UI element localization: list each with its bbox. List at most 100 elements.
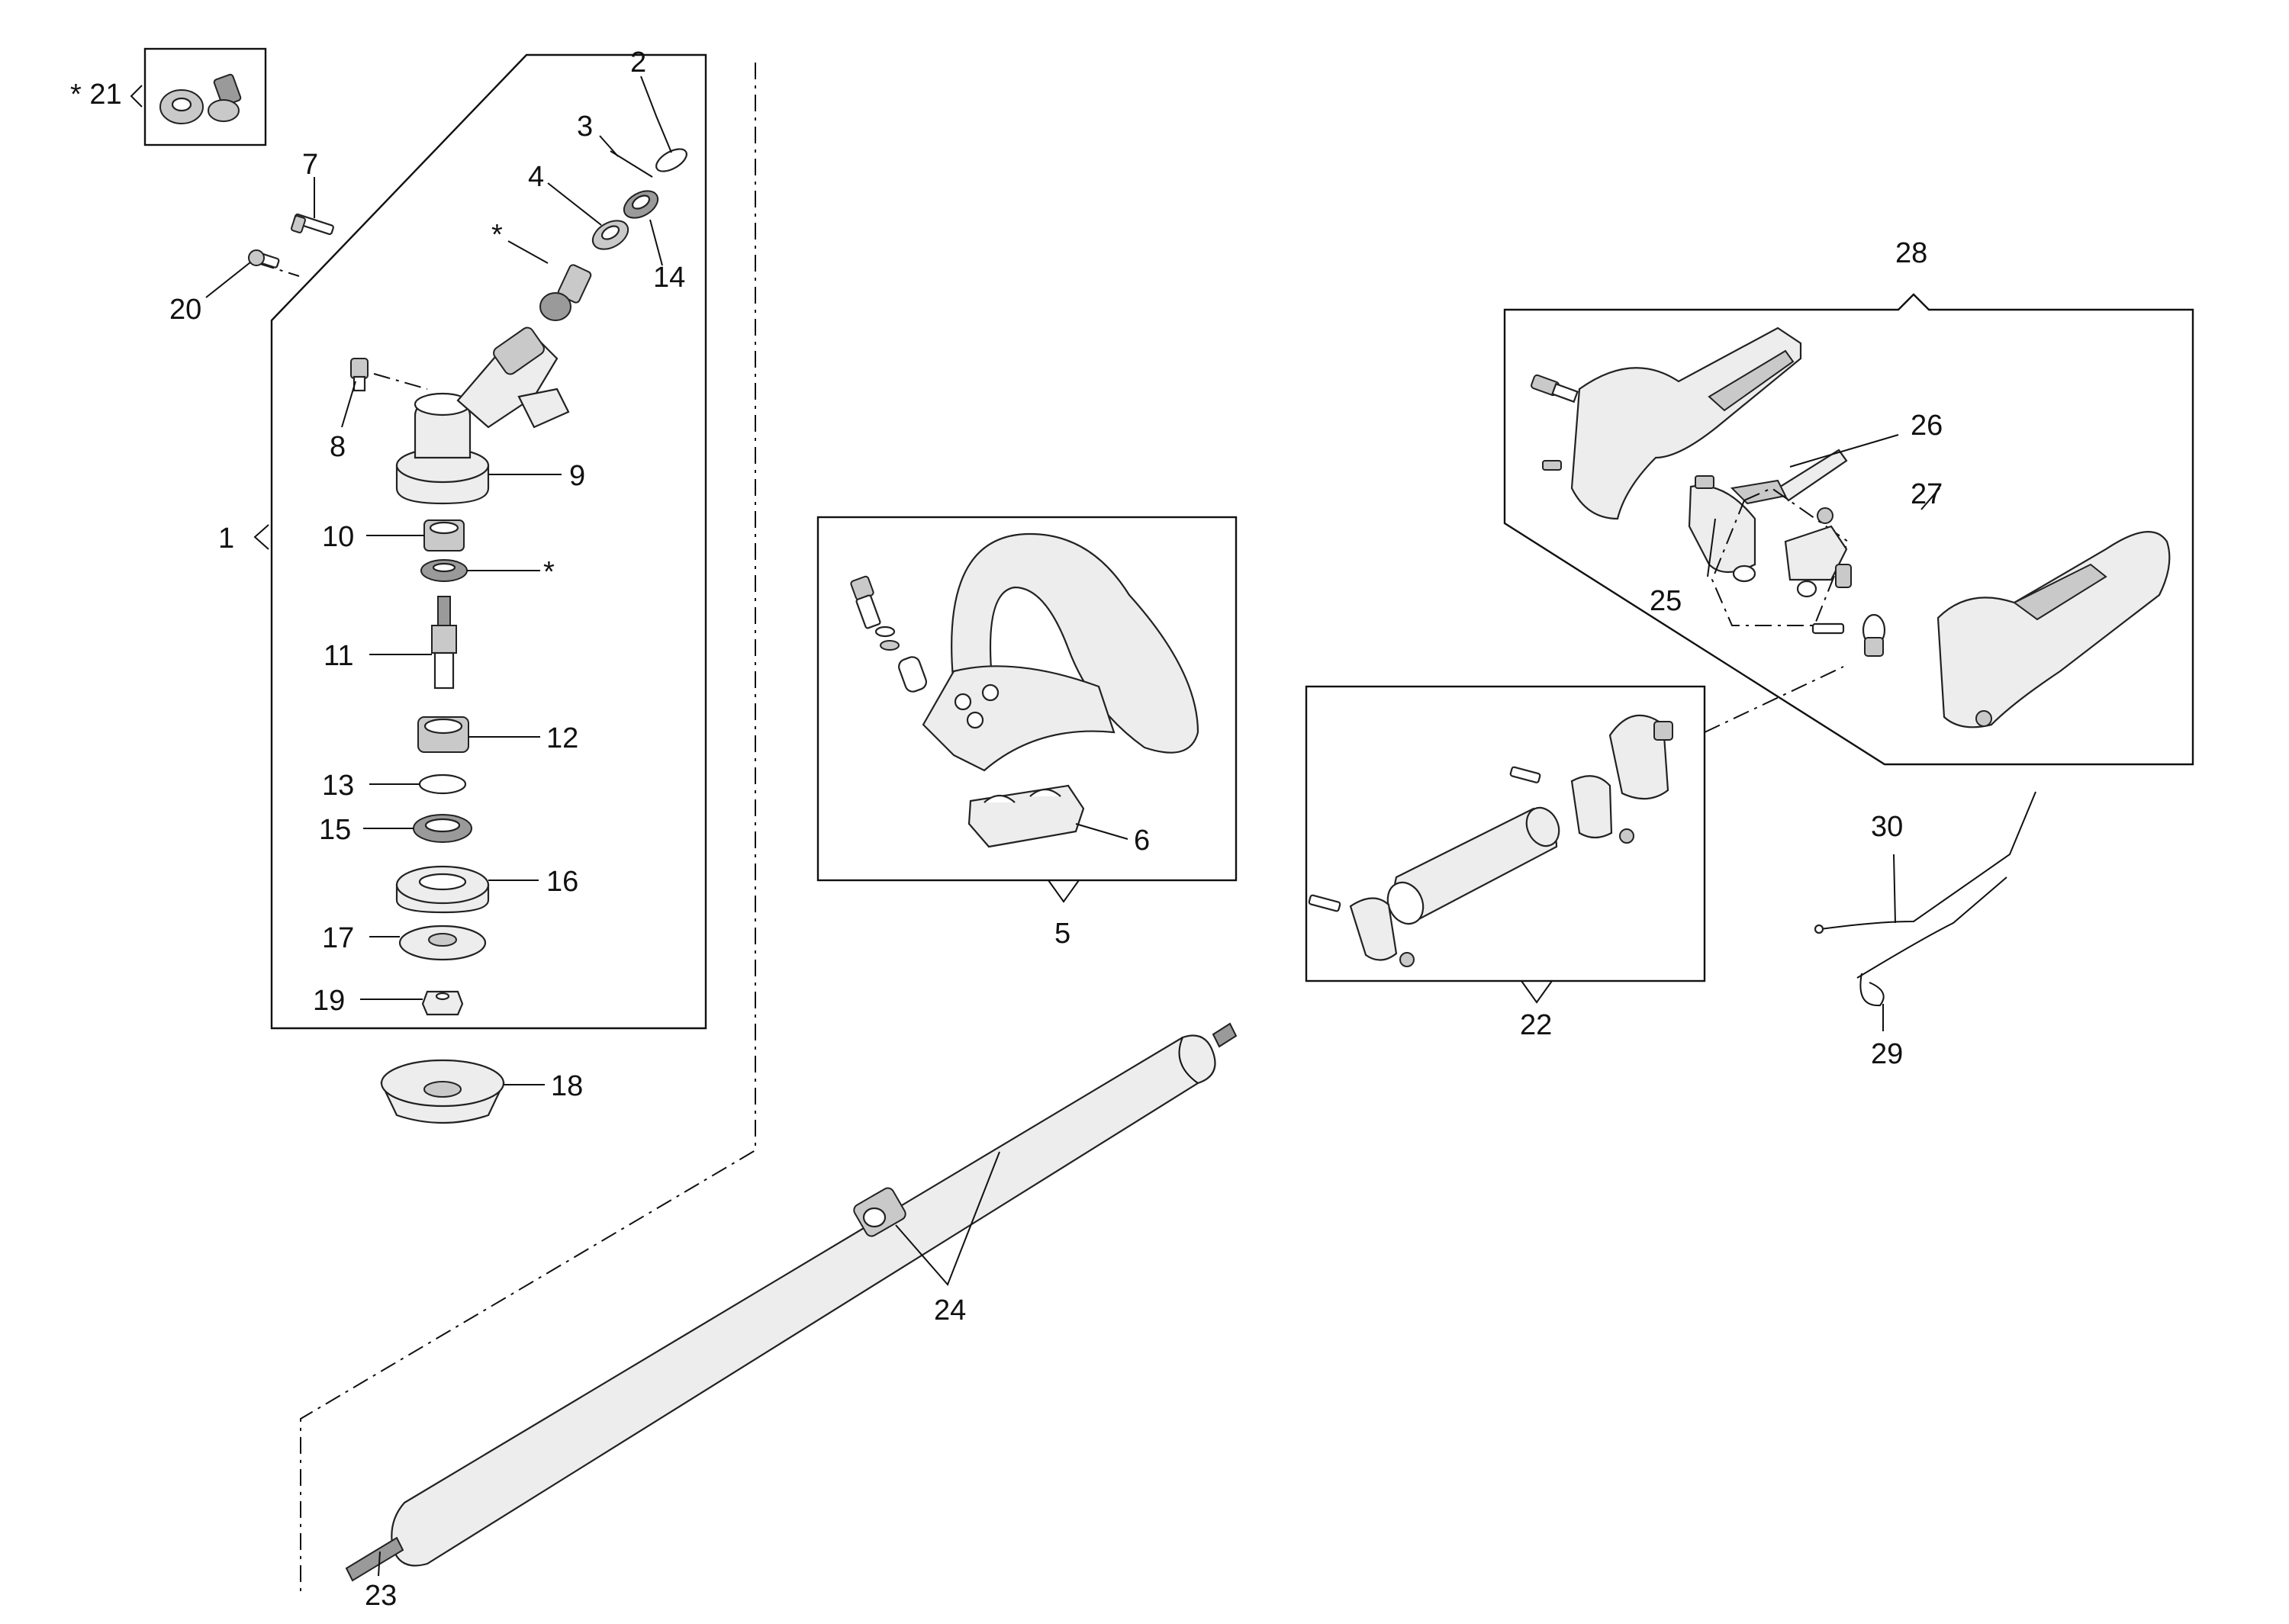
callout-14: 14	[653, 262, 685, 294]
part-12-bearing	[417, 716, 469, 753]
part-25-lever	[1688, 475, 1756, 573]
kit-21-gear-pair	[159, 73, 242, 124]
leader-14	[649, 219, 663, 266]
part-9-gear-housing	[395, 326, 570, 505]
handle-group-5	[816, 516, 1238, 903]
callout-9: 9	[569, 460, 585, 492]
part-27-switch-set	[1732, 507, 1852, 598]
part-26-trigger	[1730, 449, 1848, 505]
grip-clamp-right	[1509, 714, 1673, 844]
centerline-bolt	[257, 262, 300, 277]
grip-clamp-group-22	[1305, 666, 1844, 1004]
centerline-head	[300, 63, 756, 1594]
callout-labels: 1 2 3 4 5 6 7 8 9 10 11 12 13 14 15 16 1…	[70, 47, 1943, 1612]
part-10-bearing	[423, 519, 465, 552]
clamp-bolt-28	[1811, 613, 1886, 657]
kit-21-inset	[143, 47, 267, 146]
callout-30: 30	[1871, 811, 1903, 843]
callout-19: 19	[313, 985, 345, 1017]
group-28-outline	[1503, 293, 2194, 766]
leader-27	[1920, 487, 1940, 510]
drive-shaft-assembly	[345, 1022, 1238, 1582]
leader-24	[895, 1151, 1000, 1286]
group-22-pointer	[1521, 980, 1553, 1004]
part-7-bolt	[291, 213, 334, 236]
part-19-nut	[421, 990, 464, 1016]
leader-23	[378, 1551, 381, 1577]
leader-25	[1707, 518, 1716, 577]
part-11-shaft	[431, 596, 457, 690]
callout-star-bearing: *	[543, 556, 555, 588]
leader-20	[205, 262, 251, 298]
kit-21-bracket	[130, 85, 143, 108]
handle-bolt-set	[850, 575, 927, 693]
part-29-cable	[1856, 876, 2007, 979]
callout-5: 5	[1054, 918, 1070, 950]
callout-26: 26	[1911, 410, 1943, 442]
group-22-outline	[1305, 685, 1706, 982]
callout-15: 15	[319, 814, 351, 846]
leader-star-gear	[507, 240, 549, 264]
gear-head-assembly-group	[130, 47, 756, 1594]
leader-30	[1893, 854, 1896, 924]
callout-27: 27	[1911, 478, 1943, 510]
callout-24: 24	[934, 1294, 966, 1327]
centerline-22	[1704, 666, 1844, 733]
leader-3	[599, 135, 619, 157]
part-17-washer	[398, 925, 487, 961]
part-6-clamp	[967, 784, 1085, 848]
callout-3: 3	[577, 111, 593, 143]
callout-7: 7	[302, 149, 318, 181]
part-13-snap-ring	[418, 773, 467, 795]
callout-16: 16	[546, 866, 578, 898]
leader-2	[640, 76, 672, 153]
part-23-spline	[345, 1536, 404, 1582]
callout-28: 28	[1895, 237, 1927, 269]
shaft-tube-end	[1178, 1037, 1199, 1084]
grip-tube	[1386, 806, 1560, 925]
group-1-outline	[270, 53, 707, 1030]
throttle-group-28	[1503, 293, 2194, 766]
callout-12: 12	[546, 722, 578, 754]
part-18-cup	[380, 1059, 505, 1124]
part-16-cover	[395, 865, 490, 914]
shaft-bushing	[853, 1187, 906, 1237]
callout-21: * 21	[70, 79, 122, 111]
grip-clamp-left	[1308, 894, 1415, 967]
leader-26	[1789, 434, 1899, 468]
shaft-spline-top	[1212, 1022, 1238, 1048]
callout-11: 11	[324, 640, 353, 672]
throttle-housing-right	[1936, 531, 2171, 728]
callout-1: 1	[218, 523, 234, 555]
part-20-screw	[248, 249, 280, 269]
callout-13: 13	[322, 770, 354, 802]
callout-29: 29	[1871, 1038, 1903, 1070]
callout-23: 23	[365, 1580, 397, 1612]
bevel-gear-star	[420, 559, 468, 582]
shaft-tube	[391, 1034, 1216, 1567]
callout-6: 6	[1134, 825, 1150, 857]
part-29-loop	[1859, 973, 1885, 1007]
part-15-seal	[413, 814, 472, 843]
part-2-snap-ring	[655, 148, 687, 172]
throttle-housing-left	[1531, 326, 1802, 520]
group-1-bracket	[253, 524, 269, 550]
callout-18: 18	[551, 1070, 583, 1102]
leader-4	[547, 182, 602, 226]
centerline-screw	[373, 373, 428, 390]
callout-10: 10	[322, 521, 354, 553]
group-5-pointer	[1048, 880, 1080, 903]
callout-22: 22	[1520, 1009, 1552, 1041]
callout-20: 20	[169, 294, 201, 326]
part-30-cable	[1820, 791, 2036, 930]
callout-25: 25	[1650, 585, 1682, 617]
callout-8: 8	[330, 431, 346, 463]
callout-star-gear: *	[491, 219, 503, 251]
part-8-screw	[350, 358, 369, 392]
callout-4: 4	[528, 161, 544, 193]
group-27-outline	[1711, 487, 1850, 626]
loop-handle	[922, 532, 1199, 772]
callout-2: 2	[630, 47, 646, 79]
